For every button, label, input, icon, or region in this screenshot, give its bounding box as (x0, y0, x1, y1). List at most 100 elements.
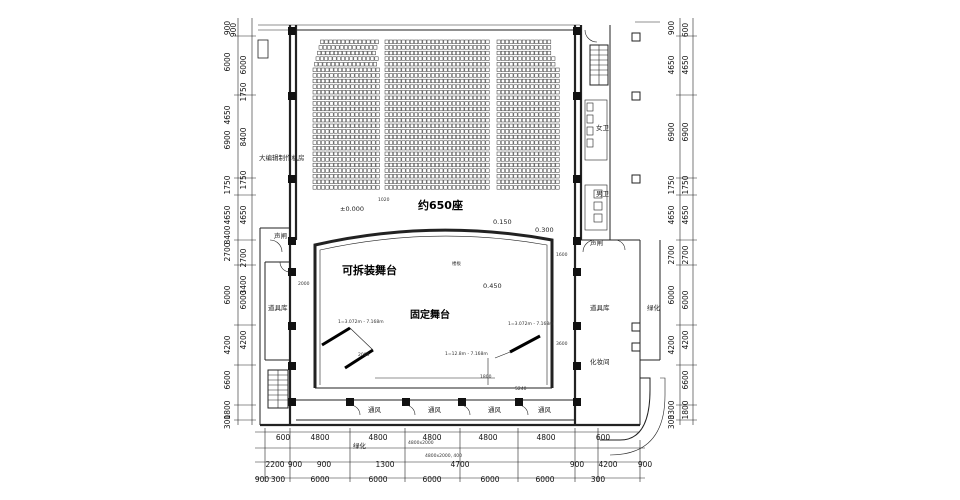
seat (397, 174, 402, 179)
seat (468, 106, 473, 112)
seat (534, 95, 539, 100)
seat (346, 112, 351, 117)
seat (538, 90, 543, 95)
seat (551, 168, 556, 173)
seat (530, 151, 535, 156)
seat (496, 168, 501, 173)
seat (388, 179, 393, 184)
seat (547, 45, 552, 50)
seat (342, 118, 347, 123)
seat (534, 45, 539, 50)
seat (418, 112, 423, 117)
seat (456, 39, 461, 44)
seat (422, 106, 427, 112)
seat (439, 62, 444, 67)
seat (443, 146, 448, 151)
seat (538, 101, 543, 106)
seat (447, 73, 452, 78)
seat (451, 112, 456, 117)
seat (397, 179, 402, 184)
dim-right-outer: 4650 (667, 205, 676, 224)
seat (371, 129, 376, 134)
seat (388, 106, 393, 112)
seat (405, 56, 410, 61)
seat (526, 90, 531, 95)
seat (456, 174, 461, 179)
seat (456, 45, 461, 50)
seat (414, 151, 419, 156)
seat (538, 39, 543, 44)
seat (350, 168, 355, 173)
seat (350, 129, 355, 134)
seat (451, 56, 456, 61)
seat (339, 62, 344, 67)
seat (346, 140, 351, 145)
seat (397, 151, 402, 156)
seat (542, 112, 547, 117)
seat (447, 179, 452, 184)
seat (456, 179, 461, 184)
seat (460, 151, 465, 156)
seat (342, 90, 347, 95)
seat (505, 62, 510, 67)
seat (337, 67, 342, 72)
seat (477, 179, 482, 184)
seat (451, 101, 456, 106)
seat (530, 123, 535, 128)
seat (496, 123, 501, 128)
seat (422, 140, 427, 145)
seat (468, 95, 473, 100)
seat (367, 118, 372, 123)
seat (496, 106, 501, 112)
seat (509, 67, 514, 72)
seat (509, 45, 514, 50)
seat (435, 95, 440, 100)
seat (513, 179, 518, 184)
seat (435, 101, 440, 106)
seat (375, 78, 380, 84)
seat (370, 56, 375, 61)
seat (350, 90, 355, 95)
seat (443, 62, 448, 67)
seat (509, 95, 514, 100)
seat (346, 90, 351, 95)
seat (354, 151, 359, 156)
seat (414, 146, 419, 151)
seat (481, 106, 486, 112)
seat (370, 39, 375, 44)
seat (325, 179, 330, 184)
seat (481, 123, 486, 128)
dim-left-inner: 6000 (239, 55, 248, 74)
seat (496, 112, 501, 117)
dim-right-outer: 6900 (667, 122, 676, 141)
seat (509, 101, 514, 106)
seat (346, 78, 351, 84)
seat (435, 67, 440, 72)
seat (337, 146, 342, 151)
seat (464, 50, 469, 56)
seat (358, 146, 363, 151)
seat (321, 84, 326, 89)
seat (430, 168, 435, 173)
seat (358, 140, 363, 145)
stage-dim-right: 1600 (556, 252, 568, 258)
seat (358, 174, 363, 179)
seat (430, 95, 435, 100)
seat (485, 162, 490, 168)
elevation-300: 0.300 (535, 226, 554, 234)
seat (439, 45, 444, 50)
seat (367, 67, 372, 72)
seat (542, 84, 547, 89)
seat (384, 106, 389, 112)
seat (477, 140, 482, 145)
seat (485, 106, 490, 112)
seat (472, 73, 477, 78)
seat (316, 84, 321, 89)
seat (312, 129, 317, 134)
seat (422, 90, 427, 95)
seat (401, 90, 406, 95)
seat (451, 90, 456, 95)
seat (500, 101, 505, 106)
seat (333, 78, 338, 84)
stage-dim-bottom: 1800 (480, 374, 492, 380)
